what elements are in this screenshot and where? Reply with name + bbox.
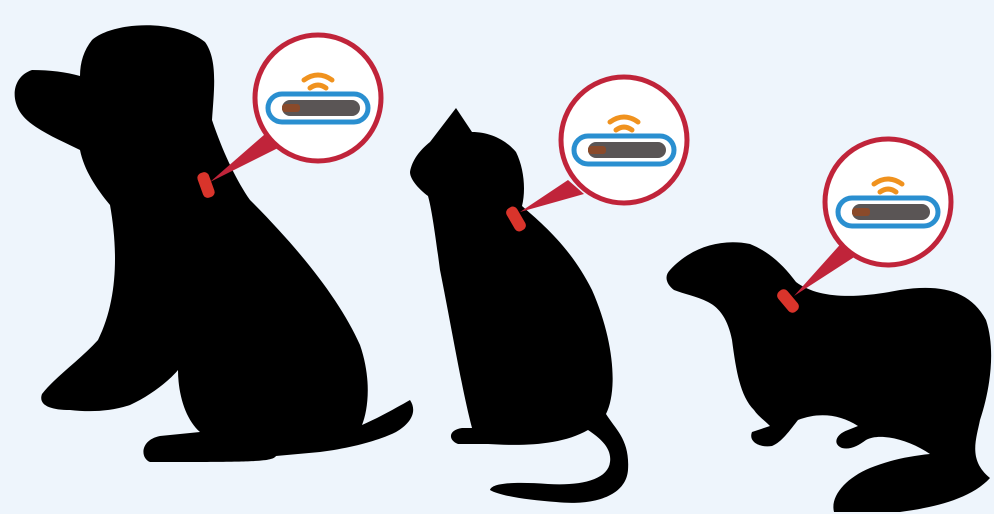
ferret-panel: [667, 139, 992, 512]
cat-panel: [410, 77, 687, 503]
ferret-silhouette-icon: [667, 242, 992, 512]
cat-callout-pointer: [520, 180, 584, 212]
dog-panel: [15, 25, 414, 462]
